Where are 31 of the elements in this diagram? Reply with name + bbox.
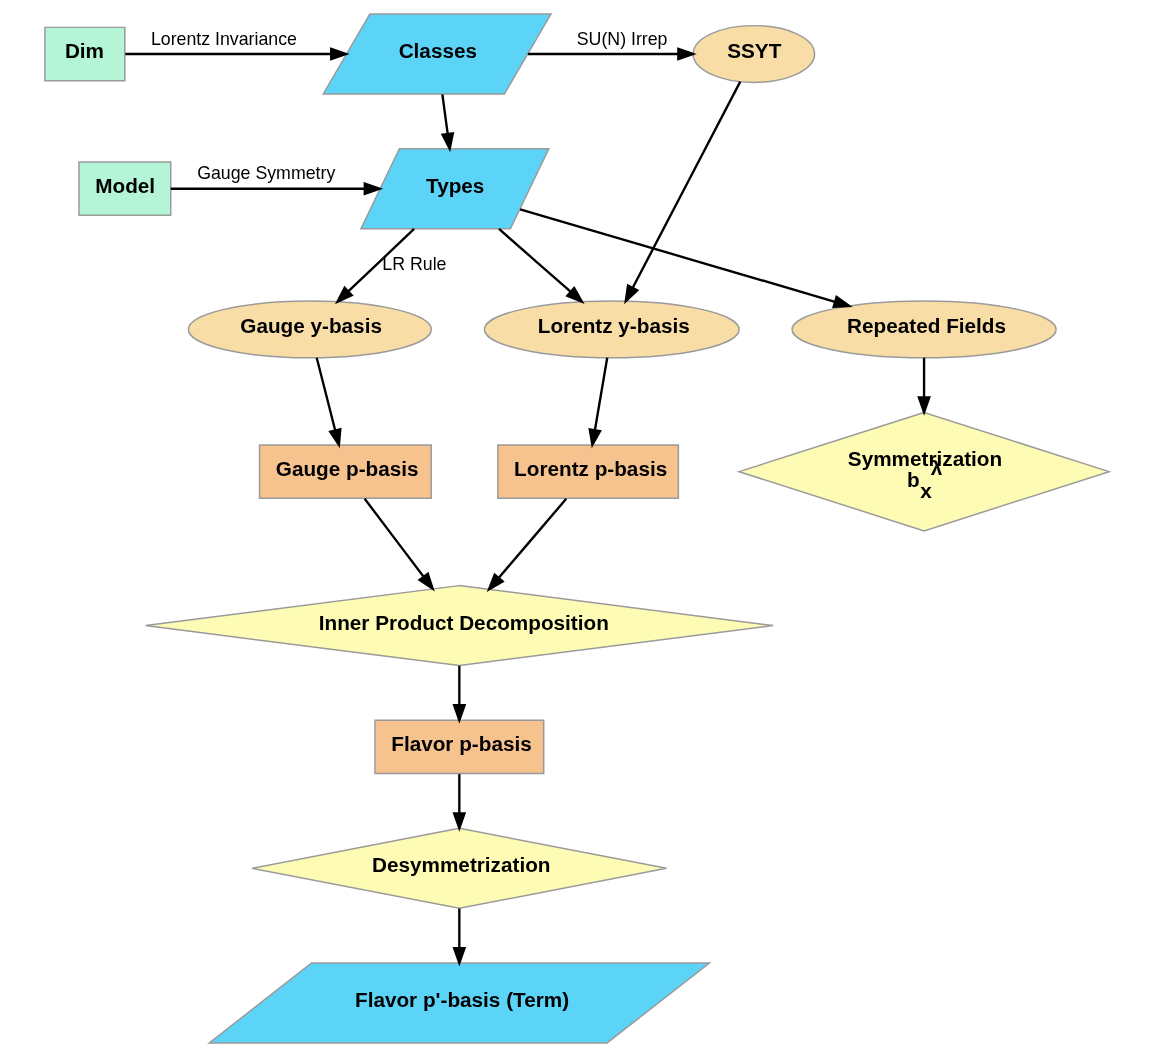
- edge-label: Gauge Symmetry: [197, 163, 336, 184]
- arrow: [363, 498, 435, 592]
- node-ellipse: Repeated Fields: [791, 300, 1057, 359]
- node-box: Flavor p-basis: [374, 719, 545, 775]
- node-box: Dim: [44, 26, 126, 82]
- node-diamond: Desymmetrization: [251, 827, 668, 910]
- arrow: [527, 47, 697, 61]
- arrow: [498, 228, 585, 305]
- node-box: Gauge p-basis: [258, 444, 432, 500]
- arrow: [917, 357, 931, 416]
- arrow: [624, 81, 742, 305]
- node-ellipse: Lorentz y-basis: [483, 300, 740, 359]
- edge-label: SU(N) Irrep: [576, 28, 668, 49]
- arrow: [452, 908, 467, 967]
- node-ellipse: Gauge y-basis: [187, 300, 433, 359]
- arrow: [588, 357, 609, 449]
- node-box: Model: [78, 161, 172, 217]
- edge-label: Lorentz Invariance: [150, 28, 297, 49]
- node-box: Lorentz p-basis: [497, 444, 680, 500]
- arrow: [315, 357, 342, 449]
- node-diamond: Inner Product Decomposition: [144, 584, 774, 667]
- arrow: [452, 665, 467, 724]
- arrow: [170, 181, 384, 196]
- arrow: [125, 47, 350, 61]
- edge-label: LR Rule: [382, 253, 447, 274]
- arrow: [452, 774, 467, 832]
- arrow: [440, 94, 455, 153]
- node-ellipse: SSYT: [692, 24, 816, 84]
- arrow: [486, 497, 568, 593]
- arrow: [519, 208, 853, 309]
- arrow: [334, 228, 415, 305]
